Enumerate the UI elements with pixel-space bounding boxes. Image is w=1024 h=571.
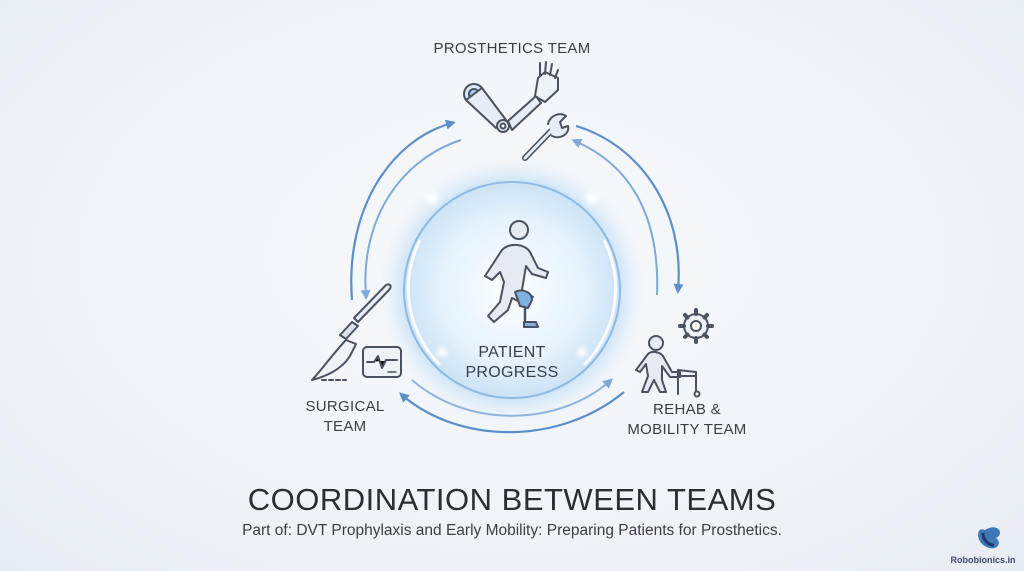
flow-arrows bbox=[350, 119, 684, 434]
center-label-line2: PROGRESS bbox=[465, 364, 559, 381]
node-label-surgical-line2: TEAM bbox=[323, 418, 367, 435]
node-label-prosthetics: PROSTHETICS TEAM bbox=[433, 40, 591, 57]
arrow-prosthetics-to-surgical bbox=[360, 139, 462, 300]
arrow-prosthetics-to-rehab bbox=[575, 124, 684, 294]
center-label-line1: PATIENT bbox=[478, 344, 546, 361]
arrow-surgical-to-prosthetics bbox=[350, 119, 456, 301]
page-subtitle: Part of: DVT Prophylaxis and Early Mobil… bbox=[242, 522, 782, 539]
walker-gear-icon bbox=[635, 308, 714, 398]
node-label-rehab-line2: MOBILITY TEAM bbox=[627, 421, 747, 438]
robotic-arm-wrench-icon bbox=[463, 61, 570, 161]
robobionics-logo-icon bbox=[978, 527, 1001, 549]
scalpel-monitor-icon bbox=[311, 283, 402, 381]
arrow-rehab-to-prosthetics bbox=[571, 138, 659, 296]
walking-person-prosthetic-leg-icon bbox=[484, 220, 549, 328]
node-label-rehab: REHAB & MOBILITY TEAM bbox=[612, 400, 762, 440]
node-label-surgical: SURGICAL TEAM bbox=[295, 397, 395, 437]
node-label-rehab-line1: REHAB & bbox=[653, 401, 721, 418]
page-title: COORDINATION BETWEEN TEAMS bbox=[247, 482, 777, 517]
arrow-surgical-to-rehab bbox=[411, 378, 614, 417]
arrow-rehab-to-surgical bbox=[398, 391, 625, 434]
brand-text: Robobionics.in bbox=[950, 555, 1016, 565]
center-label: PATIENT PROGRESS bbox=[452, 343, 572, 383]
node-label-surgical-line1: SURGICAL bbox=[305, 398, 385, 415]
